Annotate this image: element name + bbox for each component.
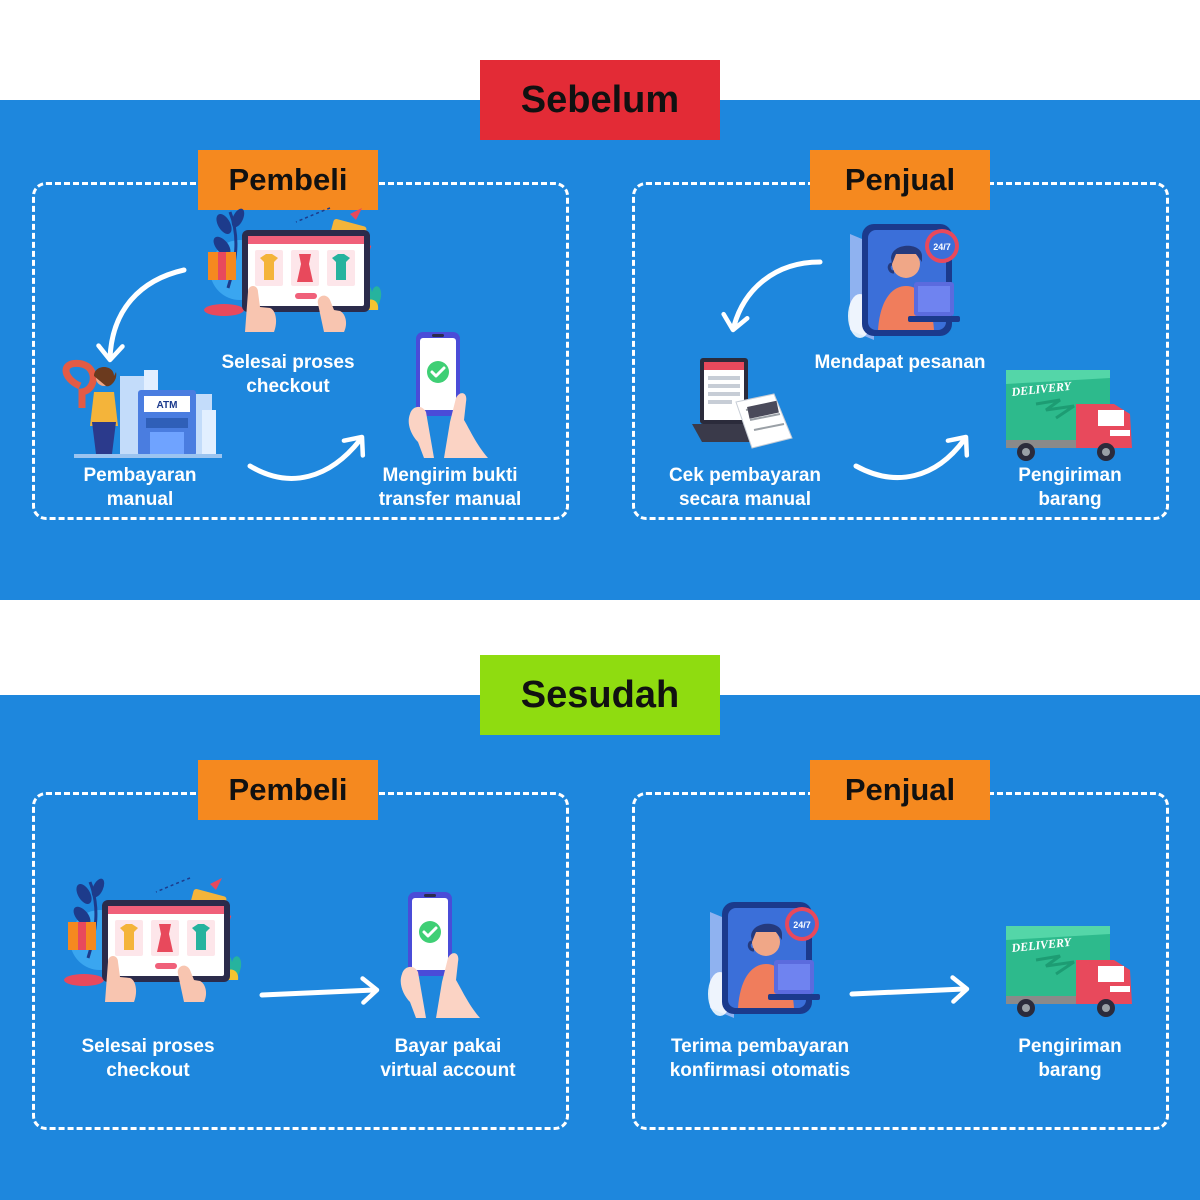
agent-badge-text: 24/7 (933, 242, 951, 252)
receive-order-label: Mendapat pesanan (800, 351, 1000, 375)
after-checkout-label: Selesai proses checkout (48, 1035, 248, 1083)
before-manual-payment-line1: Pembayaran (83, 465, 197, 486)
check-payment-line2: secara manual (678, 489, 812, 510)
send-proof-label: Mengirim bukti transfer manual (350, 464, 550, 512)
atm-sign-text: ATM (157, 400, 178, 411)
send-proof-line1: Mengirim bukti (382, 465, 518, 486)
after-checkout-line1: Selesai proses (81, 1036, 215, 1057)
agent-badge-text-2: 24/7 (793, 920, 811, 930)
receive-order-line1: Mendapat pesanan (814, 352, 986, 373)
virtual-account-line1: Bayar pakai (394, 1036, 502, 1057)
after-shipping-label: Pengiriman barang (970, 1035, 1170, 1083)
atm-payment-icon: ATM (62, 359, 222, 458)
virtual-account-label: Bayar pakai virtual account (348, 1035, 548, 1083)
arrow-payment-to-proof (247, 437, 363, 481)
before-shipping-line1: Pengiriman (1018, 465, 1122, 486)
virtual-account-line2: virtual account (380, 1060, 516, 1081)
after-shipping-line1: Pengiriman (1018, 1036, 1122, 1057)
laptop-printer-icon (692, 358, 793, 449)
before-checkout-line1: Selesai proses (221, 352, 355, 373)
auto-confirm-label: Terima pembayaran konfirmasi otomatis (650, 1035, 870, 1083)
delivery-truck-icon: DELIVERY (1004, 368, 1134, 463)
after-checkout-line2: checkout (106, 1060, 190, 1081)
auto-confirm-line1: Terima pembayaran (670, 1036, 850, 1057)
after-heading: Sesudah (480, 655, 720, 735)
before-checkout-label: Selesai proses checkout (188, 351, 388, 399)
send-proof-line2: transfer manual (378, 489, 522, 510)
before-manual-payment-label: Pembayaran manual (40, 464, 240, 512)
support-agent-icon: 24/7 (846, 222, 962, 342)
after-shipping-line2: barang (1038, 1060, 1102, 1081)
after-buyer-tag: Pembeli (198, 760, 378, 820)
before-heading: Sebelum (480, 60, 720, 140)
before-checkout-line2: checkout (246, 376, 330, 397)
before-shipping-line2: barang (1038, 489, 1102, 510)
before-seller-tag: Penjual (810, 150, 990, 210)
support-agent-icon-2: 24/7 (706, 900, 822, 1020)
before-shipping-label: Pengiriman barang (970, 464, 1170, 512)
truck-text-2: DELIVERY (1010, 935, 1074, 955)
delivery-truck-icon-2: DELIVERY (1004, 924, 1134, 1019)
auto-confirm-line2: konfirmasi otomatis (669, 1060, 851, 1081)
arrow-confirm-to-shipping (849, 986, 967, 997)
arrow-check-to-shipping (853, 437, 967, 480)
check-payment-label: Cek pembayaran secara manual (645, 464, 845, 512)
check-payment-line1: Cek pembayaran (668, 465, 822, 486)
truck-text: DELIVERY (1010, 379, 1074, 399)
before-buyer-tag: Pembeli (198, 150, 378, 210)
arrow-checkout-to-payment (107, 267, 187, 361)
arrow-order-to-check (731, 259, 823, 329)
after-seller-tag: Penjual (810, 760, 990, 820)
before-manual-payment-line2: manual (106, 489, 174, 510)
arrow-checkout-to-va (259, 987, 377, 998)
